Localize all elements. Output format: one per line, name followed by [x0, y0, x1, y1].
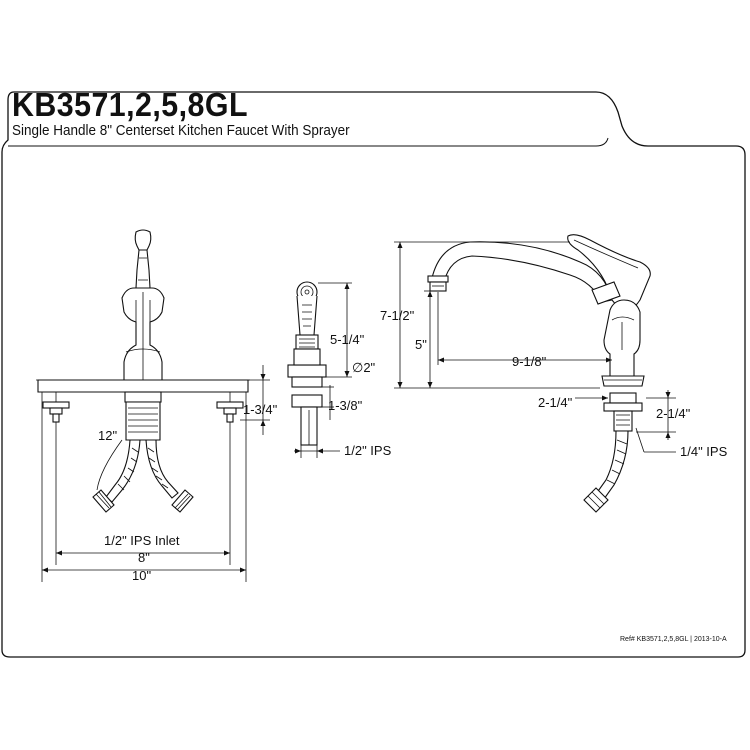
dim-deck-height: 1-3/4"	[243, 402, 278, 417]
dim-centers: 8"	[138, 550, 150, 565]
front-view-faucet	[36, 229, 250, 513]
sprayer-dim-base-height: 1-3/8"	[328, 398, 363, 413]
product-description: Single Handle 8" Centerset Kitchen Fauce…	[12, 123, 350, 139]
side-dim-total-height: 7-1/2"	[380, 308, 415, 323]
dim-plate-width: 10"	[132, 568, 151, 583]
side-dim-connection: 1/4" IPS	[680, 444, 728, 459]
side-view-dimensions	[394, 241, 676, 453]
reference-footer: Ref# KB3571,2,5,8GL | 2013-10-A	[620, 636, 727, 643]
dim-hose-length: 12"	[98, 428, 117, 443]
sprayer-dim-height: 5-1/4"	[330, 332, 365, 347]
side-dim-spout-height: 5"	[415, 337, 427, 352]
sprayer-dimensions	[294, 282, 352, 458]
dim-inlet: 1/2" IPS Inlet	[104, 533, 180, 548]
front-view-dimensions	[41, 365, 270, 582]
side-view-faucet	[427, 234, 651, 513]
side-dim-base-left: 2-1/4"	[538, 395, 573, 410]
side-dim-base-right: 2-1/4"	[656, 406, 691, 421]
sprayer-dim-diameter: ∅2"	[352, 360, 376, 375]
drawing-frame	[1, 91, 746, 658]
side-dim-reach: 9-1/8"	[512, 354, 547, 369]
sprayer-view	[287, 281, 327, 446]
sprayer-dim-connection: 1/2" IPS	[344, 443, 392, 458]
